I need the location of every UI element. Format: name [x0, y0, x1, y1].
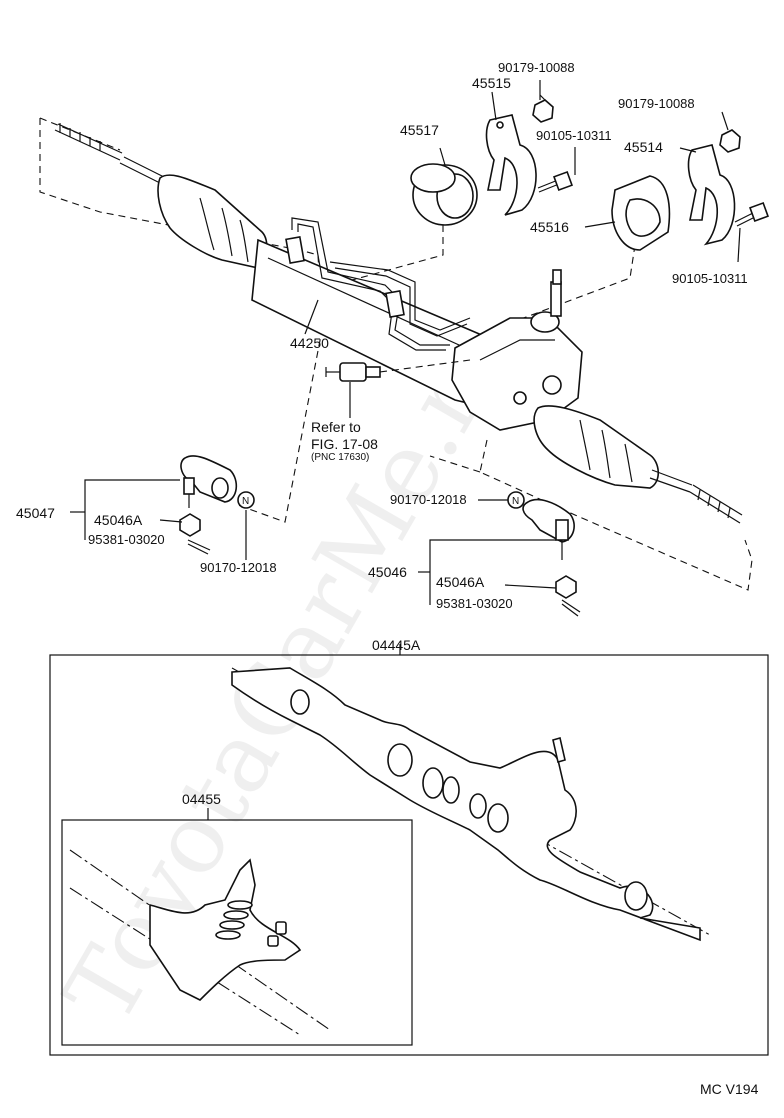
seal-rings [422, 767, 509, 833]
cotter-pin-left [187, 539, 211, 555]
seal-kit-detail [69, 849, 331, 1036]
label-45046A-right: 45046A [436, 574, 485, 590]
label-45046A-left: 45046A [94, 512, 143, 528]
label-04455: 04455 [182, 791, 221, 807]
footer-code: MC V194 [700, 1081, 759, 1097]
nut-n-right: N [507, 491, 525, 509]
label-45515: 45515 [472, 75, 511, 91]
svg-text:N: N [242, 496, 249, 507]
label-95381-left: 95381-03020 [88, 532, 165, 547]
nut-n-left: N [237, 491, 255, 509]
tie-rod-end-left [180, 455, 238, 508]
label-refer-to: Refer to [311, 419, 361, 435]
label-04445A: 04445A [372, 637, 421, 653]
hydraulic-lines [285, 217, 471, 351]
bracket-45515 [485, 114, 537, 216]
svg-text:N: N [512, 496, 519, 507]
label-fig-17-08: FIG. 17-08 [311, 436, 378, 452]
pressure-switch [325, 359, 471, 418]
bushing-45516 [611, 175, 671, 251]
label-90170-left: 90170-12018 [200, 560, 277, 575]
label-90170-right: 90170-12018 [390, 492, 467, 507]
label-45047: 45047 [16, 505, 55, 521]
castle-nut-left [179, 513, 201, 537]
box-04455 [61, 819, 413, 1046]
nut-90179-a [532, 94, 554, 123]
labels: 90179-10088 45515 45517 90105-10311 9017… [16, 60, 759, 1097]
label-45514: 45514 [624, 139, 663, 155]
label-45517: 45517 [400, 122, 439, 138]
bushing-45517 [410, 147, 478, 226]
castle-nut-right [555, 575, 577, 599]
right-boot [533, 405, 660, 489]
right-tie-rod [649, 469, 743, 524]
rack-housing-detail [231, 667, 711, 942]
bolt-90105-a [537, 171, 573, 193]
box-04445A [49, 654, 769, 1056]
label-95381-right: 95381-03020 [436, 596, 513, 611]
cotter-pin-right [561, 599, 581, 617]
left-boot [157, 174, 268, 269]
left-tie-rod [54, 123, 171, 188]
label-90105-b: 90105-10311 [672, 271, 748, 286]
bracket-45514 [687, 144, 736, 246]
rack-assembly [39, 117, 753, 591]
label-44250: 44250 [290, 335, 329, 351]
tie-rod-end-right [522, 498, 575, 560]
label-45516: 45516 [530, 219, 569, 235]
spring [215, 900, 253, 940]
label-90179-a: 90179-10088 [498, 60, 575, 75]
label-90105-a: 90105-10311 [536, 128, 612, 143]
nut-90179-b [719, 111, 741, 153]
label-45046: 45046 [368, 564, 407, 580]
bolt-90105-b [734, 202, 769, 227]
label-pnc-17630: (PNC 17630) [311, 452, 369, 463]
leader-lines [70, 80, 741, 605]
label-90179-b: 90179-10088 [618, 96, 695, 111]
